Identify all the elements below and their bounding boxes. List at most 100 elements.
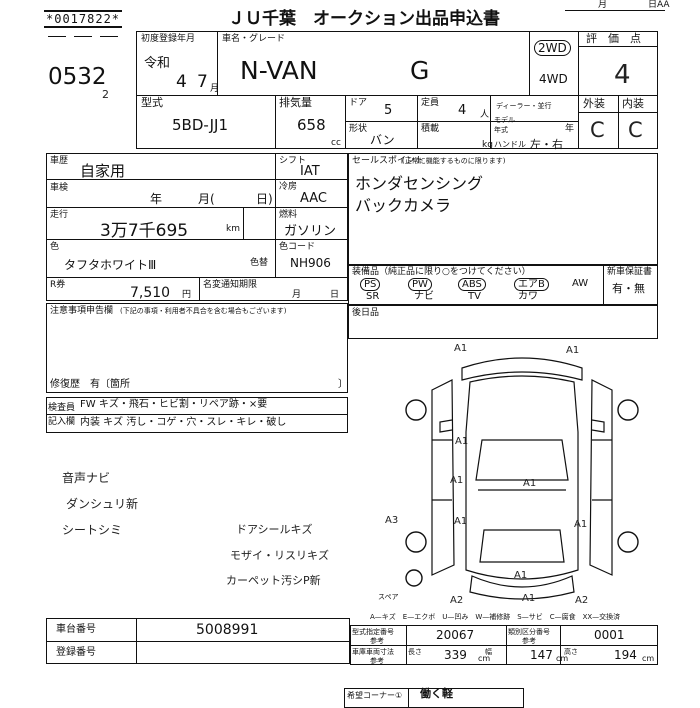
equip-abs-label: ABS [458, 278, 486, 291]
color-label: 色 [50, 242, 60, 252]
handwritten-note-5: モザイ・リスリキズ [230, 549, 329, 562]
first-reg-month-unit: 月 [210, 84, 220, 94]
equip-pw-label: PW [408, 278, 432, 291]
shift-label: シフト [279, 156, 307, 166]
dims-length-label: 長さ [408, 648, 422, 656]
inspector-row-1: FW キズ・飛石・ヒビ割・リペア跡・×要 [80, 399, 268, 410]
selling-point-1: ホンダセンシング [355, 174, 484, 193]
damage-mark-10: A2 [450, 595, 464, 606]
divider-v-cap [490, 95, 491, 149]
handwritten-note-6: カーペット汚シP新 [226, 574, 321, 587]
recycle-value: 7,510 [130, 285, 171, 301]
handwritten-note-2: ダンシュリ新 [66, 497, 139, 511]
lot-number: 0532 [48, 64, 107, 90]
model-year-label: モデル年式 [494, 116, 515, 134]
repair-history: 修復歴 有〔箇所 [50, 379, 130, 390]
equip-pw: PW [408, 278, 432, 291]
equip-tv: TV [468, 291, 481, 302]
shape-label: 形状 [349, 124, 368, 134]
name-change-label: 名変通知期限 [203, 280, 258, 290]
equip-airbag: エアB [514, 278, 549, 291]
dims-sub: 参考 [370, 657, 384, 665]
spec-v3 [560, 625, 561, 665]
dims-width: 147 [530, 648, 553, 662]
hist-h1 [46, 179, 348, 180]
color-name: タフタホワイトⅢ [64, 258, 157, 272]
equip-ps-label: PS [360, 278, 381, 291]
hist-km-v [243, 207, 244, 239]
damage-mark-3: A1 [455, 436, 469, 447]
registration-label: 登録番号 [56, 647, 96, 658]
load-unit: kg [482, 140, 493, 150]
dims-height-label: 高さ [564, 648, 578, 656]
divider-v-disp [345, 95, 346, 149]
dims-width-label: 幅 [485, 648, 492, 656]
equipment-v [603, 265, 604, 305]
inspector-label-2: 記入欄 [48, 417, 76, 427]
dims-length-unit: cm [478, 654, 491, 663]
damage-mark-12: A2 [575, 595, 589, 606]
damage-mark-8: A1 [574, 519, 588, 530]
inspection-label: 車検 [50, 183, 69, 193]
date-day: 日AA [648, 0, 670, 10]
corner-v [408, 688, 409, 708]
repair-close: 〕 [338, 379, 348, 390]
damage-mark-5: A1 [523, 478, 537, 489]
mileage-value: 3万7千695 [100, 221, 189, 241]
history-value: 自家用 [80, 162, 126, 180]
spec-v2 [506, 625, 507, 665]
selling-points-box [348, 153, 658, 265]
new-warranty-value: 有・無 [612, 282, 645, 295]
name-change-day: 日 [330, 290, 340, 300]
lot-dash-b [74, 36, 92, 37]
divider-h-mid [345, 121, 578, 122]
notes-sub: (下記の事項・利用者不具合を含む場合もございます) [120, 307, 287, 315]
date-month: 月 [598, 0, 608, 10]
date-underline [565, 10, 665, 11]
equip-leather: カワ [518, 291, 538, 302]
fuel-value: ガソリン [284, 224, 337, 239]
handwritten-note-1: 音声ナビ [62, 471, 111, 485]
serial-number: *0017822* [44, 10, 123, 28]
hist-h4 [46, 277, 348, 278]
capacity-unit: 人 [480, 110, 490, 120]
equipment-label: 装備品（純正品に限り○をつけてください） [352, 267, 531, 277]
score-value: 4 [614, 60, 631, 90]
divider-v-model [275, 95, 276, 149]
corner-value: 働く軽 [420, 687, 453, 700]
equip-airbag-label: エアB [514, 278, 549, 291]
drive-2wd-selected: 2WD [534, 40, 571, 56]
notes-label: 注意事項申告欄 [50, 306, 114, 316]
model-label: 型式 [141, 96, 163, 109]
doors-value: 5 [384, 103, 393, 118]
class-num-value: 0001 [594, 628, 625, 642]
dims-length: 339 [444, 648, 467, 662]
exterior-label: 外装 [583, 97, 605, 110]
dealer-label: ディーラー・並行 [496, 102, 552, 110]
car-name: N-VAN [240, 56, 318, 85]
equip-sr: SR [366, 291, 380, 302]
type-cert-label: 型式指定番号 [352, 628, 394, 636]
damage-mark-7: A3 [385, 515, 399, 526]
displacement-value: 658 [297, 116, 326, 134]
recycle-label: R券 [50, 280, 66, 290]
divider-v-doors [417, 95, 418, 149]
displacement-unit: cc [331, 138, 341, 148]
first-reg-label: 初度登録年月 [141, 34, 196, 44]
handle-label: ハンドル [494, 140, 526, 149]
history-label: 車歴 [50, 156, 69, 166]
displacement-label: 排気量 [279, 96, 312, 109]
equip-ps: PS [360, 278, 381, 291]
after-note-box [348, 305, 658, 339]
corner-label: 希望コーナー① [347, 691, 403, 700]
equipment-box [348, 265, 658, 305]
damage-mark-4: A1 [450, 475, 464, 486]
damage-mark-6: A1 [454, 516, 468, 527]
vehicle-info-box [136, 31, 658, 149]
frame-value: 5008991 [196, 622, 259, 638]
damage-mark-2: A1 [566, 345, 580, 356]
divider-v-firstreg [217, 31, 218, 95]
type-cert-sub: 参考 [370, 637, 384, 645]
frame-v [136, 618, 137, 664]
color-change-label: 色替 [250, 258, 269, 268]
